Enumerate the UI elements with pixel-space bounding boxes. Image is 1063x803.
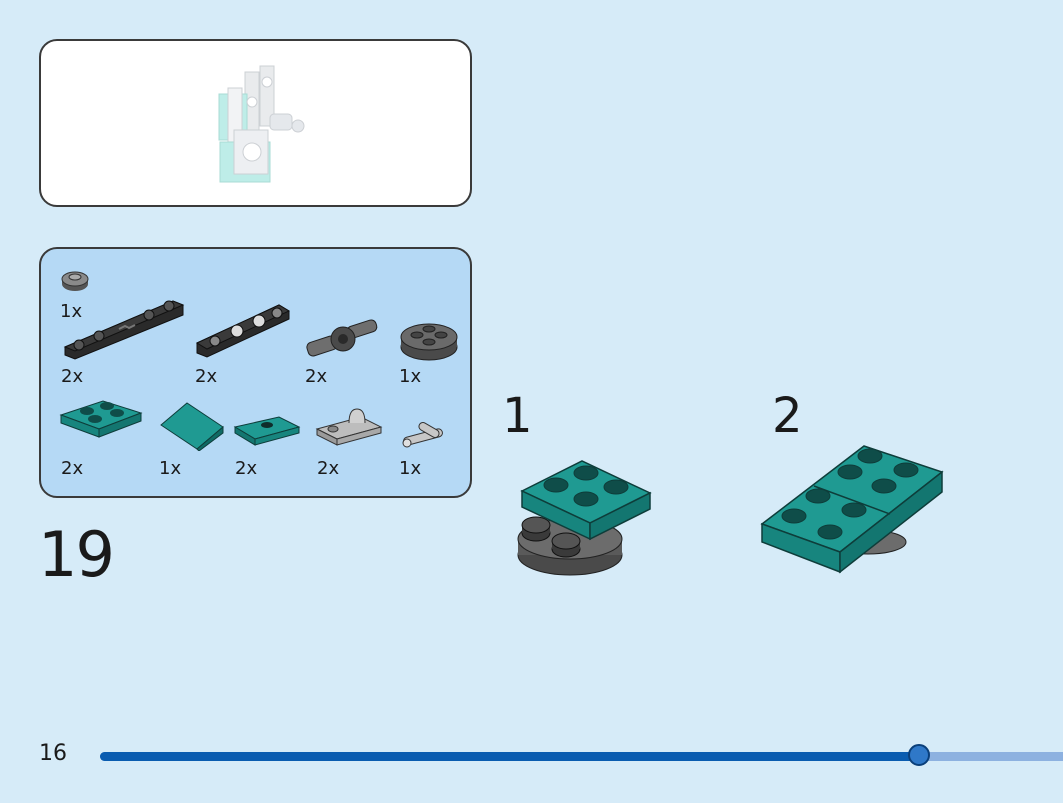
step-number: 19 [38, 518, 115, 591]
part-quantity: 1x [159, 458, 182, 479]
slope-part [160, 402, 224, 451]
part-quantity: 2x [195, 366, 218, 387]
technic-connector-part [306, 319, 378, 357]
substep-1-model [517, 460, 652, 576]
round-plate-1x1-part [61, 271, 89, 291]
substep-number-2: 2 [772, 388, 803, 444]
page-number: 16 [39, 741, 67, 766]
plate-1x6-part [63, 300, 185, 360]
part-quantity: 2x [61, 366, 84, 387]
parts-list-box: 1x 2x 2x 2x 1x [39, 247, 472, 498]
plate-clip-part [315, 408, 383, 446]
tile-1x2-part [233, 416, 301, 446]
part-quantity: 1x [399, 366, 422, 387]
substep-2-model [760, 445, 944, 574]
part-quantity: 2x [61, 458, 84, 479]
part-quantity: 1x [60, 301, 83, 322]
model-preview-image [218, 65, 305, 183]
plate-2x2-part [59, 400, 143, 438]
part-quantity: 2x [305, 366, 328, 387]
substep-number-1: 1 [502, 388, 533, 444]
part-quantity: 1x [399, 458, 422, 479]
round-plate-2x2-part [400, 323, 458, 361]
part-quantity: 2x [235, 458, 258, 479]
model-preview-box [39, 39, 472, 207]
part-quantity: 2x [317, 458, 340, 479]
technic-liftarm-part [195, 304, 291, 358]
progress-knob [908, 744, 930, 766]
bar-connector-part [402, 422, 443, 448]
progress-fill [100, 752, 919, 761]
